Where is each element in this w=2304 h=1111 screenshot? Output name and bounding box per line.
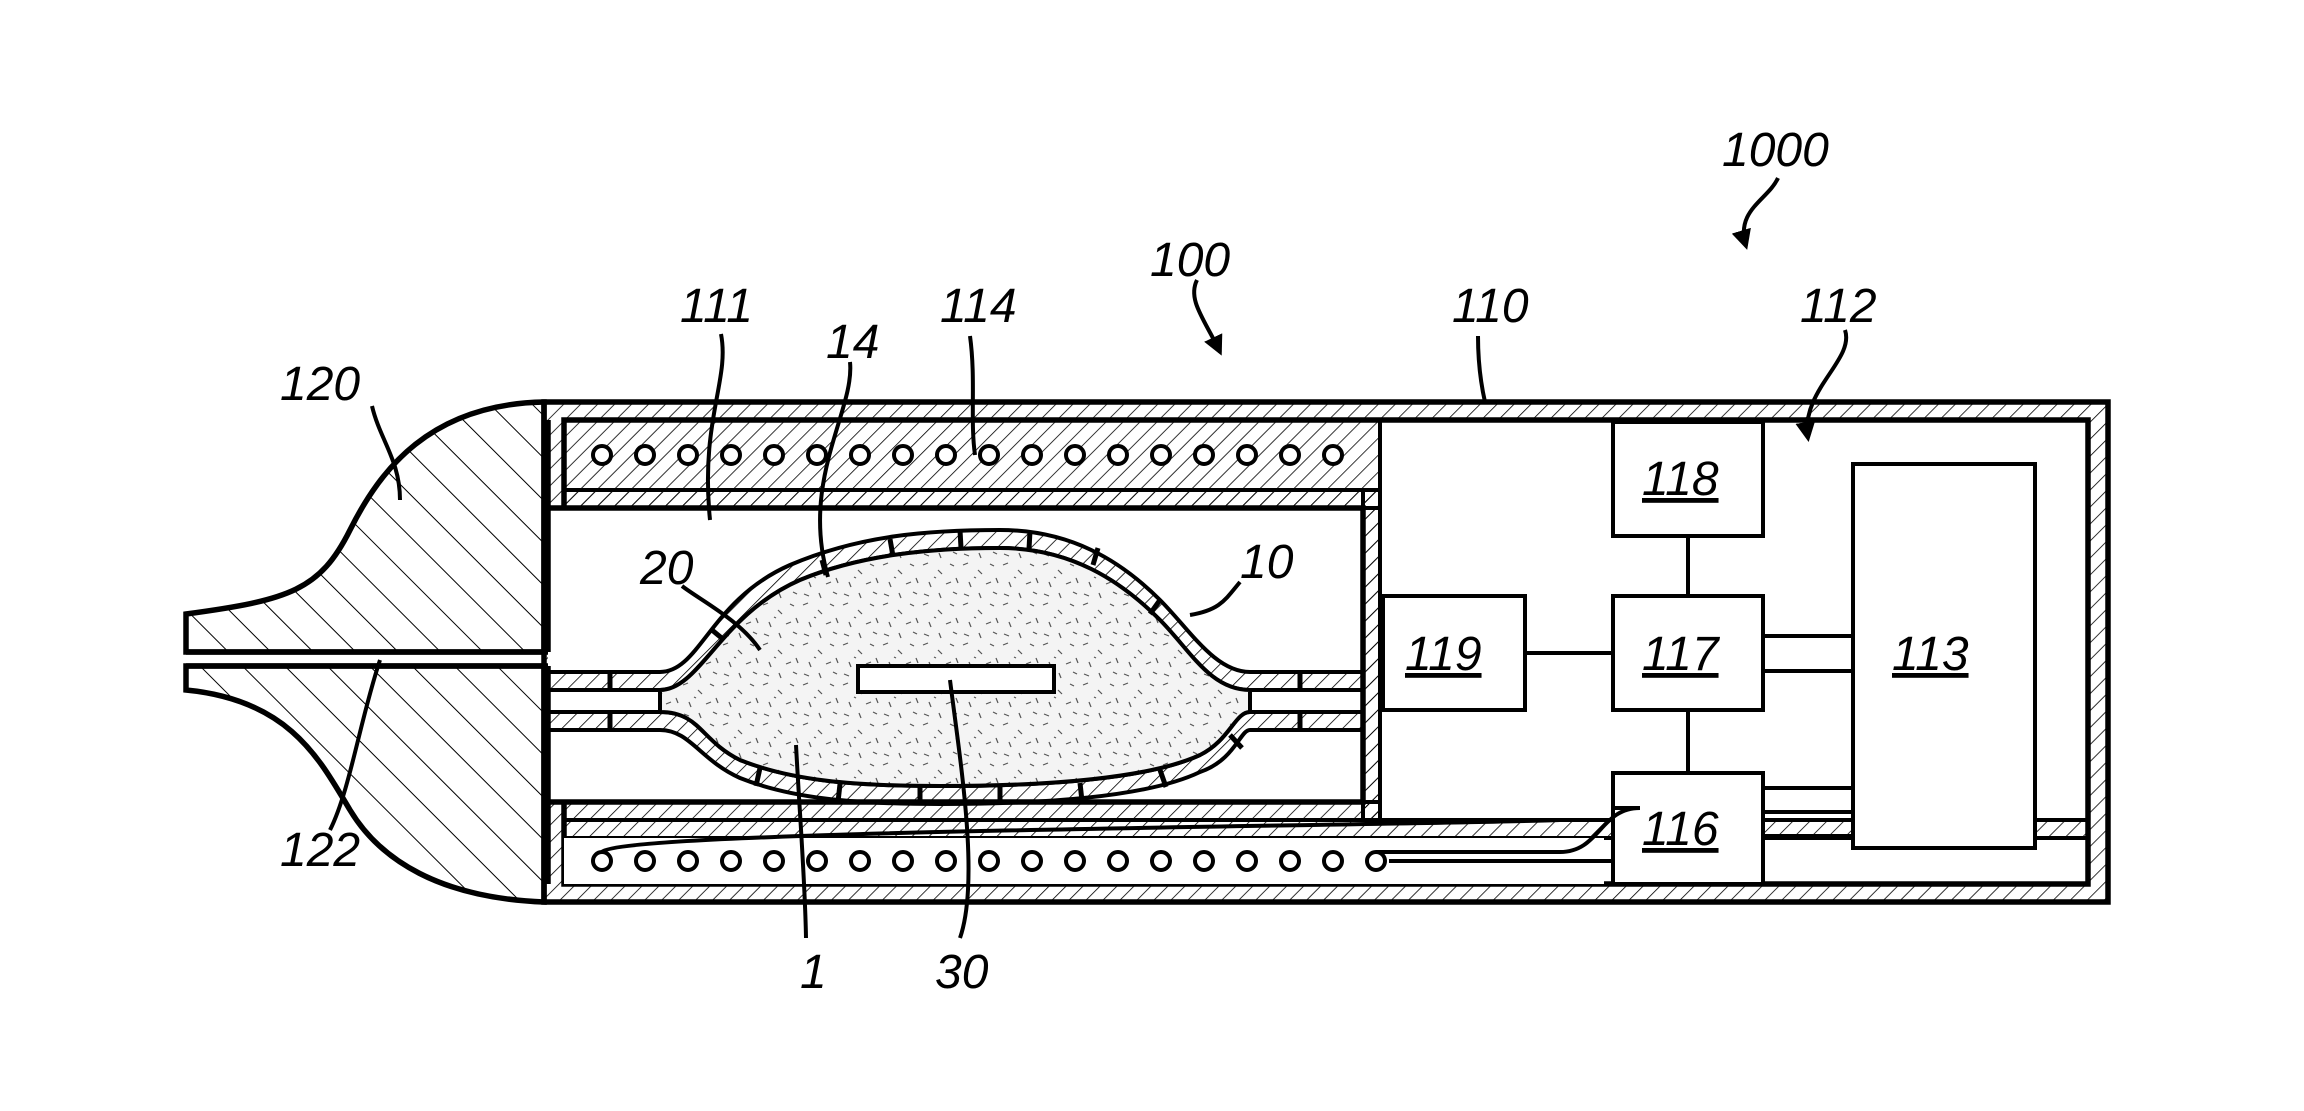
label-120: 120	[280, 358, 360, 411]
label-112: 112	[1800, 280, 1877, 333]
label-113: 113	[1892, 628, 1969, 681]
label-114: 114	[940, 280, 1017, 333]
air-channel	[186, 652, 548, 666]
label-10: 10	[1240, 536, 1294, 589]
label-122: 122	[280, 824, 360, 877]
label-119: 119	[1405, 628, 1482, 681]
mouthpiece-body	[186, 402, 544, 652]
label-1: 1	[800, 946, 827, 999]
label-20: 20	[639, 542, 694, 595]
label-100: 100	[1150, 234, 1230, 287]
label-1000: 1000	[1722, 124, 1829, 177]
mouthpiece-lower	[186, 666, 544, 902]
susceptor	[858, 666, 1054, 692]
label-30: 30	[935, 946, 989, 999]
label-14: 14	[826, 316, 879, 369]
label-118: 118	[1642, 453, 1719, 506]
label-116: 116	[1642, 803, 1719, 856]
label-110: 110	[1452, 280, 1529, 333]
label-111: 111	[680, 280, 753, 333]
label-117: 117	[1642, 628, 1721, 681]
